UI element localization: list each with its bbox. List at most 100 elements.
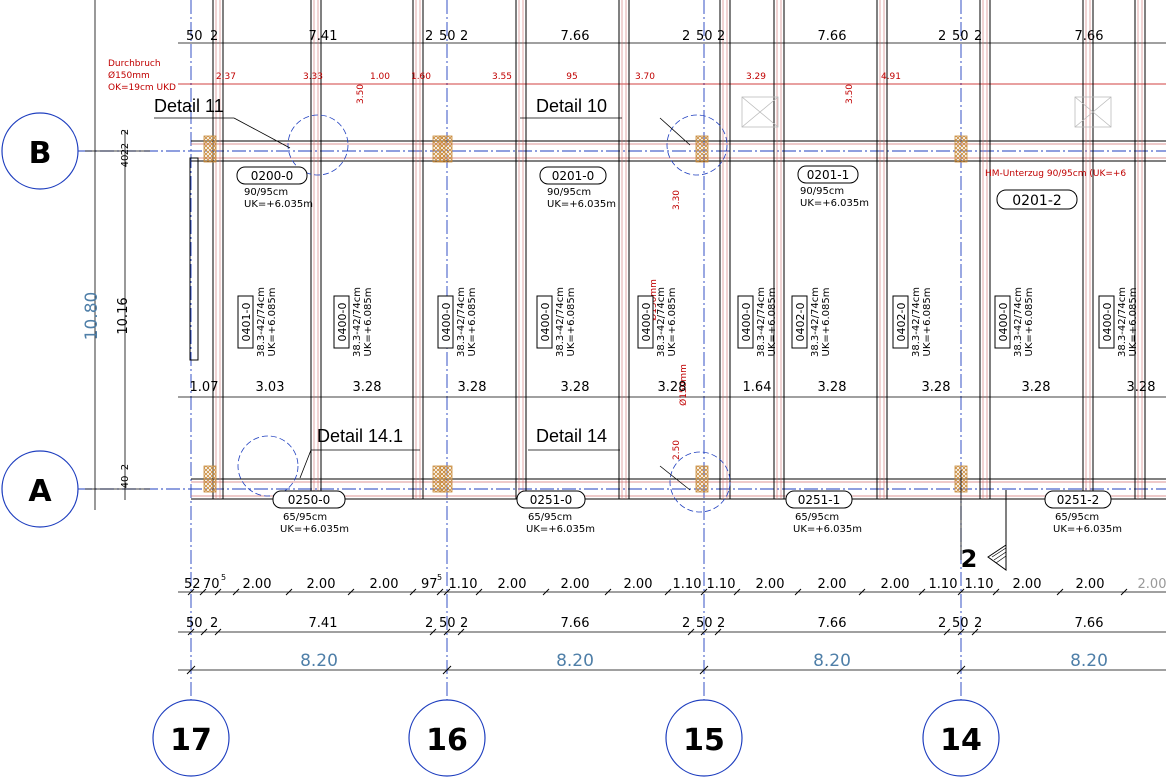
joist-label[interactable]: 0400-0 38.3-42/74cm UK=+6.085m (637, 287, 678, 357)
joist-label[interactable]: 0400-0 38.3-42/74cm UK=+6.085m (333, 287, 374, 357)
column-block (695, 135, 709, 163)
dim-text: 50 (439, 29, 456, 44)
dimension-tick (443, 628, 451, 636)
axis-label-A: A (28, 474, 52, 509)
joist-label[interactable]: 0400-0 38.3-42/74cm UK=+6.085m (1098, 287, 1139, 357)
durchbruch-line-2: Ø150mm (108, 70, 150, 81)
section-marker-2[interactable]: 2 (961, 490, 1007, 573)
detail-circle (666, 114, 728, 176)
dim-text: 50 (952, 616, 969, 631)
svg-text:0201-1: 0201-1 (807, 168, 850, 182)
grid-axis-15[interactable]: 15 (665, 699, 743, 777)
vertical-dim-2: 3.50 (845, 84, 855, 104)
dim-text: 2 (210, 616, 218, 631)
beam-size: 90/95cm (244, 187, 288, 198)
joist-label[interactable]: 0401-0 38.3-42/74cm UK=+6.085m (237, 287, 278, 357)
beam-tag-0201-0[interactable]: 0201-0 90/95cm UK=+6.035m (539, 166, 616, 210)
grid-axis-14[interactable]: 14 (922, 699, 1000, 777)
top-dimension-row-2: 2.37 3.33 1.00 1.60 3.55 95 3.70 3.29 4.… (216, 72, 901, 82)
dimension-tick (700, 588, 708, 596)
beam-size: 65/95cm (795, 512, 839, 523)
detail-leader (659, 117, 691, 146)
dim-text: 2.00 (307, 577, 336, 592)
grid-axis-B[interactable]: B (1, 112, 79, 190)
dim-text: 1.10 (929, 577, 958, 592)
dimension-tick (187, 588, 195, 596)
dim-text: 3.03 (256, 380, 285, 395)
dim-text: 7.41 (309, 616, 338, 631)
bottom-dimension-row-1: 52 70 5 2.00 2.00 2.00 97 5 1.10 2.00 2.… (184, 573, 1166, 592)
beam-tag-0250-0[interactable]: 0250-0 65/95cm UK=+6.035m (272, 490, 349, 535)
detail-leader (233, 117, 291, 149)
dimension-tick (429, 628, 437, 636)
dimension-tick (604, 588, 612, 596)
dim-text: 3.28 (353, 380, 382, 395)
column-block (203, 465, 217, 493)
beam-size: 65/95cm (528, 512, 572, 523)
svg-text:38.3-42/74cm: 38.3-42/74cm (456, 287, 467, 357)
dimension-tick (186, 665, 196, 675)
detail-label-14[interactable]: Detail 14 (536, 426, 607, 446)
dim-text: 2 (460, 616, 468, 631)
mid-dimension-row: 1.07 3.03 3.28 3.28 3.28 3.28 1.64 3.28 … (190, 380, 1156, 395)
dimension-tick (714, 628, 722, 636)
beam-tag-0251-1[interactable]: 0251-1 65/95cm UK=+6.035m (785, 490, 862, 535)
beam-tag-0251-0[interactable]: 0251-0 65/95cm UK=+6.035m (516, 490, 595, 535)
detail-label-10[interactable]: Detail 10 (536, 96, 607, 116)
beam-tag-0251-2[interactable]: 0251-2 65/95cm UK=+6.035m (1044, 490, 1122, 535)
joist-label[interactable]: 0400-0 38.3-42/74cm UK=+6.085m (437, 287, 478, 357)
dim-text: 7.66 (1075, 616, 1104, 631)
detail-label-11[interactable]: Detail 11 (154, 96, 224, 116)
svg-text:0400-0: 0400-0 (740, 303, 753, 342)
detail-circle (237, 435, 299, 497)
bay-dim: 8.20 (813, 651, 851, 671)
grid-axis-A[interactable]: A (1, 450, 79, 528)
dim-text: 3.70 (635, 72, 655, 82)
svg-text:0250-0: 0250-0 (288, 493, 331, 507)
joist-label[interactable]: 0400-0 38.3-42/74cm UK=+6.085m (737, 287, 778, 357)
dim-text: 2.00 (1013, 577, 1042, 592)
dim-text: 2.00 (243, 577, 272, 592)
dim-text: 3.28 (818, 380, 847, 395)
durchbruch-note: Durchbruch Ø150mm OK=19cm UKD (108, 59, 176, 93)
detail-leader (659, 465, 691, 491)
joist-label[interactable]: 0400-0 38.3-42/74cm UK=+6.085m (536, 287, 577, 357)
beam-size: 90/95cm (547, 187, 591, 198)
dim-text: 97 (421, 577, 438, 592)
grid-axis-17[interactable]: 17 (152, 699, 230, 777)
dim-text: 70 (203, 577, 220, 592)
svg-text:0200-0: 0200-0 (251, 169, 294, 183)
svg-text:0400-0: 0400-0 (997, 303, 1010, 342)
svg-text:0251-2: 0251-2 (1057, 493, 1100, 507)
bottom-dimension-row-3: 8.20 8.20 8.20 8.20 (300, 651, 1108, 671)
dim-text: 2 (938, 616, 946, 631)
beam-size: 65/95cm (283, 512, 327, 523)
dimension-tick (956, 665, 966, 675)
dim-text: 2.00 (818, 577, 847, 592)
dim-text: 50 (439, 616, 456, 631)
dimension-tick (858, 588, 866, 596)
dim-text: 2 (717, 29, 725, 44)
structural-geometry (78, 0, 1166, 700)
dim-text: 50 (186, 29, 203, 44)
vertical-dim-1: 3.50 (356, 84, 366, 104)
dim-left-B-4: 2 (120, 149, 131, 155)
beam-tag-0201-2[interactable]: 0201-2 (996, 189, 1078, 210)
joist-label[interactable]: 0402-0 38.3-42/74cm UK=+6.085m (791, 287, 832, 357)
dim-text: 3.28 (1022, 380, 1051, 395)
svg-text:UK=+6.085m: UK=+6.085m (566, 287, 577, 356)
beam-tag-0201-1[interactable]: 0201-1 90/95cm UK=+6.035m (797, 165, 869, 209)
column-block (954, 135, 968, 163)
beam-tag-0200-0[interactable]: 0200-0 90/95cm UK=+6.035m (236, 166, 313, 210)
joist-label[interactable]: 0400-0 38.3-42/74cm UK=+6.085m (994, 287, 1035, 357)
dim-text: 3.29 (746, 72, 766, 82)
beam-size: 65/95cm (1055, 512, 1099, 523)
dim-text: 3.28 (922, 380, 951, 395)
svg-text:UK=+6.085m: UK=+6.085m (1024, 287, 1035, 356)
grid-axis-16[interactable]: 16 (408, 699, 486, 777)
dim-text: 2 (974, 616, 982, 631)
joist-label[interactable]: 0402-0 38.3-42/74cm UK=+6.085m (892, 287, 933, 357)
dim-text: 1.10 (965, 577, 994, 592)
detail-label-14-1[interactable]: Detail 14.1 (317, 426, 403, 446)
svg-text:0400-0: 0400-0 (440, 303, 453, 342)
